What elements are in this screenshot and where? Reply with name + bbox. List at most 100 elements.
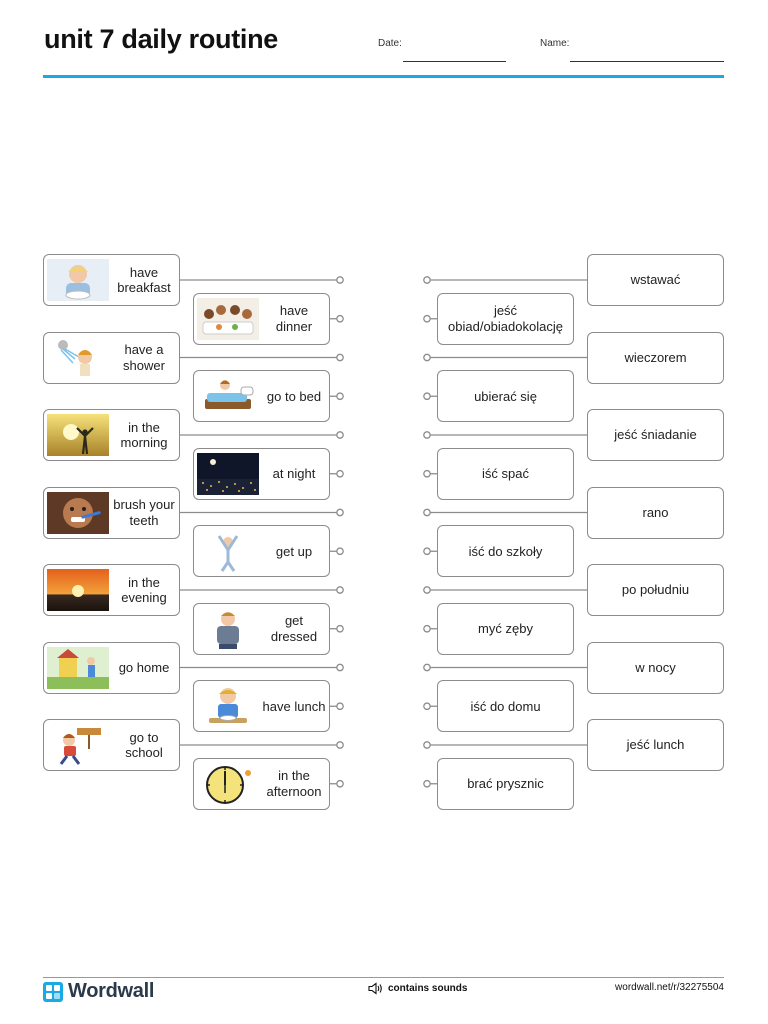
target-card-12[interactable]: iść do domu xyxy=(437,680,574,733)
walking-home-icon xyxy=(47,646,109,689)
sunset-icon xyxy=(47,569,109,611)
prompt-card-get-up[interactable]: get up xyxy=(193,525,330,578)
prompt-label: go to bed xyxy=(266,388,322,404)
bed-icon xyxy=(197,375,259,418)
target-connector-dot[interactable] xyxy=(423,741,431,749)
target-card-13[interactable]: jeść lunch xyxy=(587,719,724,771)
sunrise-icon xyxy=(47,414,109,456)
prompt-card-at-night[interactable]: at night xyxy=(193,447,330,500)
prompt-connector-dot[interactable] xyxy=(336,779,344,788)
name-field[interactable] xyxy=(570,61,724,62)
target-card-11[interactable]: w nocy xyxy=(587,641,724,694)
wordwall-logo-text: Wordwall xyxy=(68,980,155,1002)
target-connector-dot[interactable] xyxy=(423,624,431,633)
target-card-9[interactable]: po południu xyxy=(587,564,724,616)
target-connector-dot[interactable] xyxy=(423,779,431,788)
target-label: ubierać się xyxy=(474,388,537,404)
wordwall-logo: Wordwall xyxy=(43,980,154,1003)
prompt-label: in the evening xyxy=(121,574,167,606)
page-title: unit 7 daily routine xyxy=(44,24,279,54)
prompt-label: have lunch xyxy=(262,698,326,714)
prompt-connector-dot[interactable] xyxy=(336,353,344,362)
prompt-card-brush-your-teeth[interactable]: brush your teeth xyxy=(43,486,180,539)
contains-sounds: contains sounds xyxy=(368,982,467,995)
prompt-connector-dot[interactable] xyxy=(336,547,344,556)
prompt-card-get-dressed[interactable]: get dressed xyxy=(193,602,330,655)
target-card-10[interactable]: myć zęby xyxy=(437,602,574,655)
prompt-label: have dinner xyxy=(275,303,313,334)
target-card-1[interactable]: wstawać xyxy=(587,254,724,306)
prompt-connector-dot[interactable] xyxy=(336,314,344,323)
target-card-2[interactable]: jeść obiad/obiadokolację xyxy=(437,292,574,345)
target-connector-dot[interactable] xyxy=(423,547,431,556)
prompt-connector-dot[interactable] xyxy=(336,741,344,749)
target-connector-dot[interactable] xyxy=(423,276,431,284)
prompt-card-in-the-morning[interactable]: in the morning xyxy=(43,409,180,461)
prompt-card-in-the-afternoon[interactable]: in the afternoon xyxy=(193,757,330,810)
prompt-card-have-lunch[interactable]: have lunch xyxy=(193,680,330,733)
target-label: rano xyxy=(642,504,669,520)
target-card-8[interactable]: iść do szkoły xyxy=(437,525,574,578)
target-label: brać prysznic xyxy=(467,776,544,791)
target-connector-dot[interactable] xyxy=(423,314,431,323)
prompt-card-in-the-evening[interactable]: in the evening xyxy=(43,564,180,616)
target-label: wstawać xyxy=(630,272,681,288)
prompt-label: brush your teeth xyxy=(113,497,175,528)
target-connector-dot[interactable] xyxy=(423,431,431,439)
clock-icon xyxy=(197,762,259,805)
prompt-card-have-dinner[interactable]: have dinner xyxy=(193,292,330,345)
prompt-card-go-to-school[interactable]: go to school xyxy=(43,719,180,771)
target-card-7[interactable]: rano xyxy=(587,486,724,539)
target-card-5[interactable]: jeść śniadanie xyxy=(587,409,724,461)
target-label: iść spać xyxy=(482,466,529,481)
prompt-connector-dot[interactable] xyxy=(336,276,344,284)
prompt-connector-dot[interactable] xyxy=(336,508,344,517)
date-label: Date: xyxy=(378,38,402,49)
prompt-connector-dot[interactable] xyxy=(336,624,344,633)
prompt-card-have-a-shower[interactable]: have a shower xyxy=(43,331,180,384)
prompt-connector-dot[interactable] xyxy=(336,392,344,401)
speaker-icon xyxy=(368,982,382,995)
prompt-connector-dot[interactable] xyxy=(336,702,344,711)
prompt-label: go home xyxy=(118,659,170,675)
target-card-6[interactable]: iść spać xyxy=(437,447,574,500)
worksheet-url[interactable]: wordwall.net/r/32275504 xyxy=(615,982,724,993)
target-card-4[interactable]: ubierać się xyxy=(437,370,574,423)
prompt-connector-dot[interactable] xyxy=(336,431,344,439)
target-label: jeść lunch xyxy=(626,737,685,753)
wordwall-logo-icon xyxy=(43,981,63,1002)
prompt-label: at night xyxy=(272,466,316,481)
target-connector-dot[interactable] xyxy=(423,353,431,362)
target-connector-dot[interactable] xyxy=(423,392,431,401)
stretching-icon xyxy=(197,530,259,573)
night-city-icon xyxy=(197,452,259,495)
target-label: myć zęby xyxy=(478,621,533,636)
prompt-connector-dot[interactable] xyxy=(336,469,344,478)
shower-icon xyxy=(47,336,109,379)
target-connector-dot[interactable] xyxy=(423,702,431,711)
header-divider xyxy=(43,75,724,78)
prompt-label: have a shower xyxy=(123,342,165,373)
target-connector-dot[interactable] xyxy=(423,586,431,594)
prompt-card-go-home[interactable]: go home xyxy=(43,641,180,694)
prompt-label: have breakfast xyxy=(117,264,171,296)
boy-lunch-icon xyxy=(197,685,259,728)
prompt-label: get dressed xyxy=(270,613,318,644)
target-label: wieczorem xyxy=(624,349,687,365)
prompt-card-go-to-bed[interactable]: go to bed xyxy=(193,370,330,423)
date-field[interactable] xyxy=(403,61,506,62)
toothbrush-icon xyxy=(47,491,109,534)
target-connector-dot[interactable] xyxy=(423,469,431,478)
prompt-connector-dot[interactable] xyxy=(336,586,344,594)
prompt-label: in the morning xyxy=(120,419,168,451)
target-card-3[interactable]: wieczorem xyxy=(587,331,724,384)
prompt-card-have-breakfast[interactable]: have breakfast xyxy=(43,254,180,306)
target-label: po południu xyxy=(621,582,690,598)
target-connector-dot[interactable] xyxy=(423,508,431,517)
name-label: Name: xyxy=(540,38,570,49)
target-label: jeść śniadanie xyxy=(614,427,697,443)
target-connector-dot[interactable] xyxy=(423,663,431,672)
target-card-14[interactable]: brać prysznic xyxy=(437,757,574,810)
prompt-connector-dot[interactable] xyxy=(336,663,344,672)
